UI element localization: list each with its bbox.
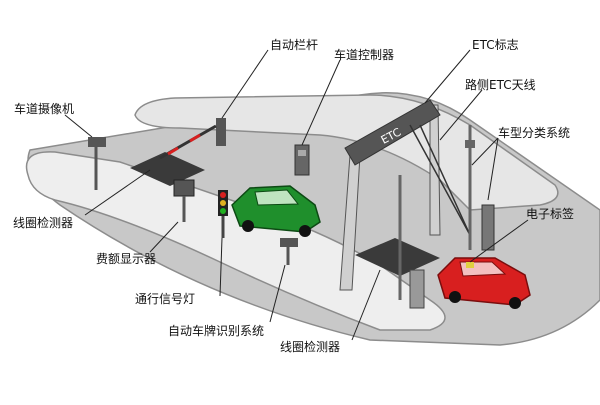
label-lane-camera: 车道摄像机 (14, 102, 75, 116)
label-fee-display: 费额显示器 (96, 252, 157, 266)
controller-cabinet-icon (294, 144, 310, 176)
plate-camera-icon (280, 238, 298, 265)
barrier-icon (159, 118, 226, 160)
label-auto-barrier: 自动栏杆 (270, 38, 319, 52)
car-icon (231, 185, 321, 237)
car-icon-red (437, 257, 531, 309)
loop-detector-pad-left (130, 152, 205, 186)
back-island (134, 94, 559, 211)
label-loop-detector-right: 线圈检测器 (280, 340, 341, 354)
label-loop-detector-left: 线圈检测器 (13, 216, 74, 230)
label-vehicle-classifier: 车型分类系统 (498, 126, 571, 140)
label-lane-controller: 车道控制器 (334, 48, 395, 62)
camera-icon (88, 137, 106, 190)
label-electronic-tag: 电子标签 (526, 207, 575, 221)
label-plate-recognition: 自动车牌识别系统 (168, 324, 265, 338)
label-traffic-light: 通行信号灯 (135, 292, 196, 306)
loop-detector-pad-right (355, 238, 440, 276)
gantry-icon: ETC (339, 99, 471, 291)
display-icon (173, 179, 195, 222)
label-etc-sign: ETC标志 (472, 38, 519, 52)
leader-lines (64, 49, 529, 341)
label-roadside-antenna: 路侧ETC天线 (465, 78, 536, 92)
antenna-pole-icon (398, 125, 495, 309)
traffic-light-icon (218, 190, 228, 238)
